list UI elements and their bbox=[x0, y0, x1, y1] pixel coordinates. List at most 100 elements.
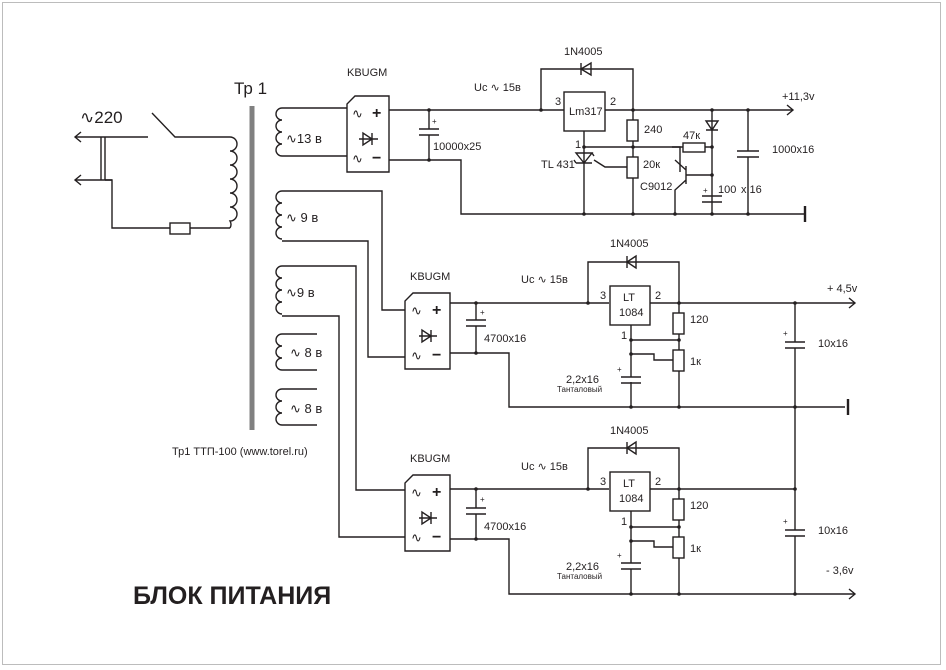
svg-text:Uc ∿ 15в: Uc ∿ 15в bbox=[521, 274, 568, 286]
svg-text:2,2x16: 2,2x16 bbox=[566, 374, 599, 386]
arrow-left-icon bbox=[73, 174, 82, 186]
svg-text:TL 431: TL 431 bbox=[541, 159, 575, 171]
diode-icon bbox=[359, 131, 378, 147]
secondary-8v-b-label: ∿ 8 в bbox=[290, 401, 322, 416]
svg-text:1N4005: 1N4005 bbox=[610, 238, 649, 250]
secondary-9v-a-label: ∿ 9 в bbox=[286, 210, 318, 225]
svg-text:1к: 1к bbox=[690, 356, 701, 368]
protect-diode-1 bbox=[579, 61, 592, 77]
fuse-icon bbox=[169, 222, 191, 235]
filter-cap-1-label: 10000x25 bbox=[433, 141, 481, 153]
trimmer-1k-b bbox=[672, 536, 685, 559]
mains-input: ∿220 bbox=[73, 108, 230, 235]
lm317-wiring bbox=[540, 68, 793, 111]
primary-return bbox=[105, 179, 230, 229]
arrow-left-icon bbox=[73, 131, 82, 143]
rail-minus-3 bbox=[450, 538, 855, 595]
trimmer-1k-a bbox=[672, 349, 685, 372]
svg-text:3: 3 bbox=[555, 96, 561, 108]
svg-text:+: + bbox=[783, 517, 788, 526]
svg-text:∿: ∿ bbox=[411, 348, 422, 363]
protect-diode-3 bbox=[625, 440, 637, 456]
svg-text:Танталовый: Танталовый bbox=[557, 572, 602, 581]
svg-text:240: 240 bbox=[644, 124, 662, 136]
ground-rail-2 bbox=[450, 352, 845, 408]
svg-text:+: + bbox=[432, 484, 441, 501]
svg-text:LT: LT bbox=[623, 478, 635, 490]
minus-glyph: − bbox=[372, 150, 381, 167]
primary-coil-icon bbox=[228, 136, 238, 229]
transistor-feedback bbox=[672, 110, 720, 214]
channel-3: KBUGM ∿ + ∿ − + 4700x16 Uc ∿ 15в LT 1084… bbox=[404, 425, 857, 600]
resistor-240 bbox=[626, 119, 639, 142]
tantalum-cap-b bbox=[621, 562, 641, 570]
svg-text:3: 3 bbox=[600, 476, 606, 488]
svg-text:−: − bbox=[432, 347, 441, 364]
adj-wire-2 bbox=[630, 325, 679, 407]
svg-text:LT: LT bbox=[623, 292, 635, 304]
mains-voltage-label: ∿220 bbox=[80, 108, 123, 127]
svg-text:100: 100 bbox=[718, 184, 736, 196]
svg-text:1N4005: 1N4005 bbox=[564, 46, 603, 58]
svg-text:1: 1 bbox=[575, 139, 581, 151]
svg-text:x 16: x 16 bbox=[741, 184, 762, 196]
filter-cap-3 bbox=[466, 489, 486, 539]
input-note-1: Uc ∿ 15в bbox=[474, 82, 521, 94]
svg-text:2: 2 bbox=[610, 96, 616, 108]
svg-text:1000x16: 1000x16 bbox=[772, 144, 814, 156]
svg-text:20к: 20к bbox=[643, 159, 660, 171]
svg-text:4700x16: 4700x16 bbox=[484, 521, 526, 533]
bridge-rectifier-3 bbox=[404, 474, 451, 552]
adj-wire-3 bbox=[630, 511, 679, 594]
transformer-caption: Тр1 ТТП-100 (www.torel.ru) bbox=[172, 446, 308, 458]
plus-glyph: + bbox=[372, 105, 381, 122]
lt1084-b-wiring bbox=[587, 447, 795, 490]
svg-text:+: + bbox=[617, 551, 622, 560]
regulator-lm317 bbox=[563, 91, 606, 132]
output-caps bbox=[785, 303, 805, 594]
svg-text:120: 120 bbox=[690, 314, 708, 326]
diode-icon bbox=[419, 510, 437, 526]
svg-text:+: + bbox=[617, 365, 622, 374]
resistor-120-b bbox=[672, 498, 685, 521]
secondary-13v-label: ∿13 в bbox=[286, 131, 322, 146]
power-switch bbox=[151, 112, 230, 138]
svg-text:- 3,6v: - 3,6v bbox=[826, 565, 854, 577]
bridge-rectifier-2 bbox=[404, 292, 451, 370]
tl431-icon bbox=[573, 152, 595, 165]
output-rail: + + 10x16 10x16 bbox=[783, 303, 848, 594]
diode-icon bbox=[419, 328, 437, 344]
svg-text:Танталовый: Танталовый bbox=[557, 385, 602, 394]
ac-glyph: ∿ bbox=[352, 106, 363, 121]
svg-text:KBUGM: KBUGM bbox=[410, 271, 450, 283]
svg-text:C9012: C9012 bbox=[640, 181, 672, 193]
svg-text:Uc ∿ 15в: Uc ∿ 15в bbox=[521, 461, 568, 473]
bridge-1-label: KBUGM bbox=[347, 67, 387, 79]
svg-text:1084: 1084 bbox=[619, 307, 643, 319]
channel-2: KBUGM ∿ + ∿ − + 4700x16 Uc ∿ 15в LT 1084… bbox=[404, 238, 858, 415]
svg-text:∿: ∿ bbox=[411, 303, 422, 318]
svg-text:+ 4,5v: + 4,5v bbox=[827, 283, 858, 295]
svg-text:10x16: 10x16 bbox=[818, 338, 848, 350]
svg-text:+: + bbox=[783, 329, 788, 338]
secondary-coil-9v-a-icon bbox=[275, 190, 405, 358]
svg-text:+: + bbox=[480, 308, 485, 317]
transistor-c9012 bbox=[674, 159, 712, 214]
regulator-lt1084-b bbox=[609, 471, 651, 512]
svg-text:+: + bbox=[432, 302, 441, 319]
svg-text:+: + bbox=[432, 117, 437, 126]
filter-cap-2 bbox=[466, 303, 486, 353]
secondary-8v-a-label: ∿ 8 в bbox=[290, 345, 322, 360]
secondary-coil-8v-a-icon bbox=[275, 333, 317, 371]
filter-cap-1 bbox=[419, 110, 439, 160]
out-cap-1 bbox=[737, 110, 759, 214]
ac-glyph: ∿ bbox=[352, 151, 363, 166]
svg-text:1: 1 bbox=[621, 330, 627, 342]
svg-text:∿: ∿ bbox=[411, 530, 422, 545]
resistor-120-a bbox=[672, 312, 685, 335]
arrow-right-icon bbox=[848, 297, 857, 309]
svg-text:2: 2 bbox=[655, 290, 661, 302]
secondary-9v-b-label: ∿9 в bbox=[286, 285, 315, 300]
svg-text:1N4005: 1N4005 bbox=[610, 425, 649, 437]
